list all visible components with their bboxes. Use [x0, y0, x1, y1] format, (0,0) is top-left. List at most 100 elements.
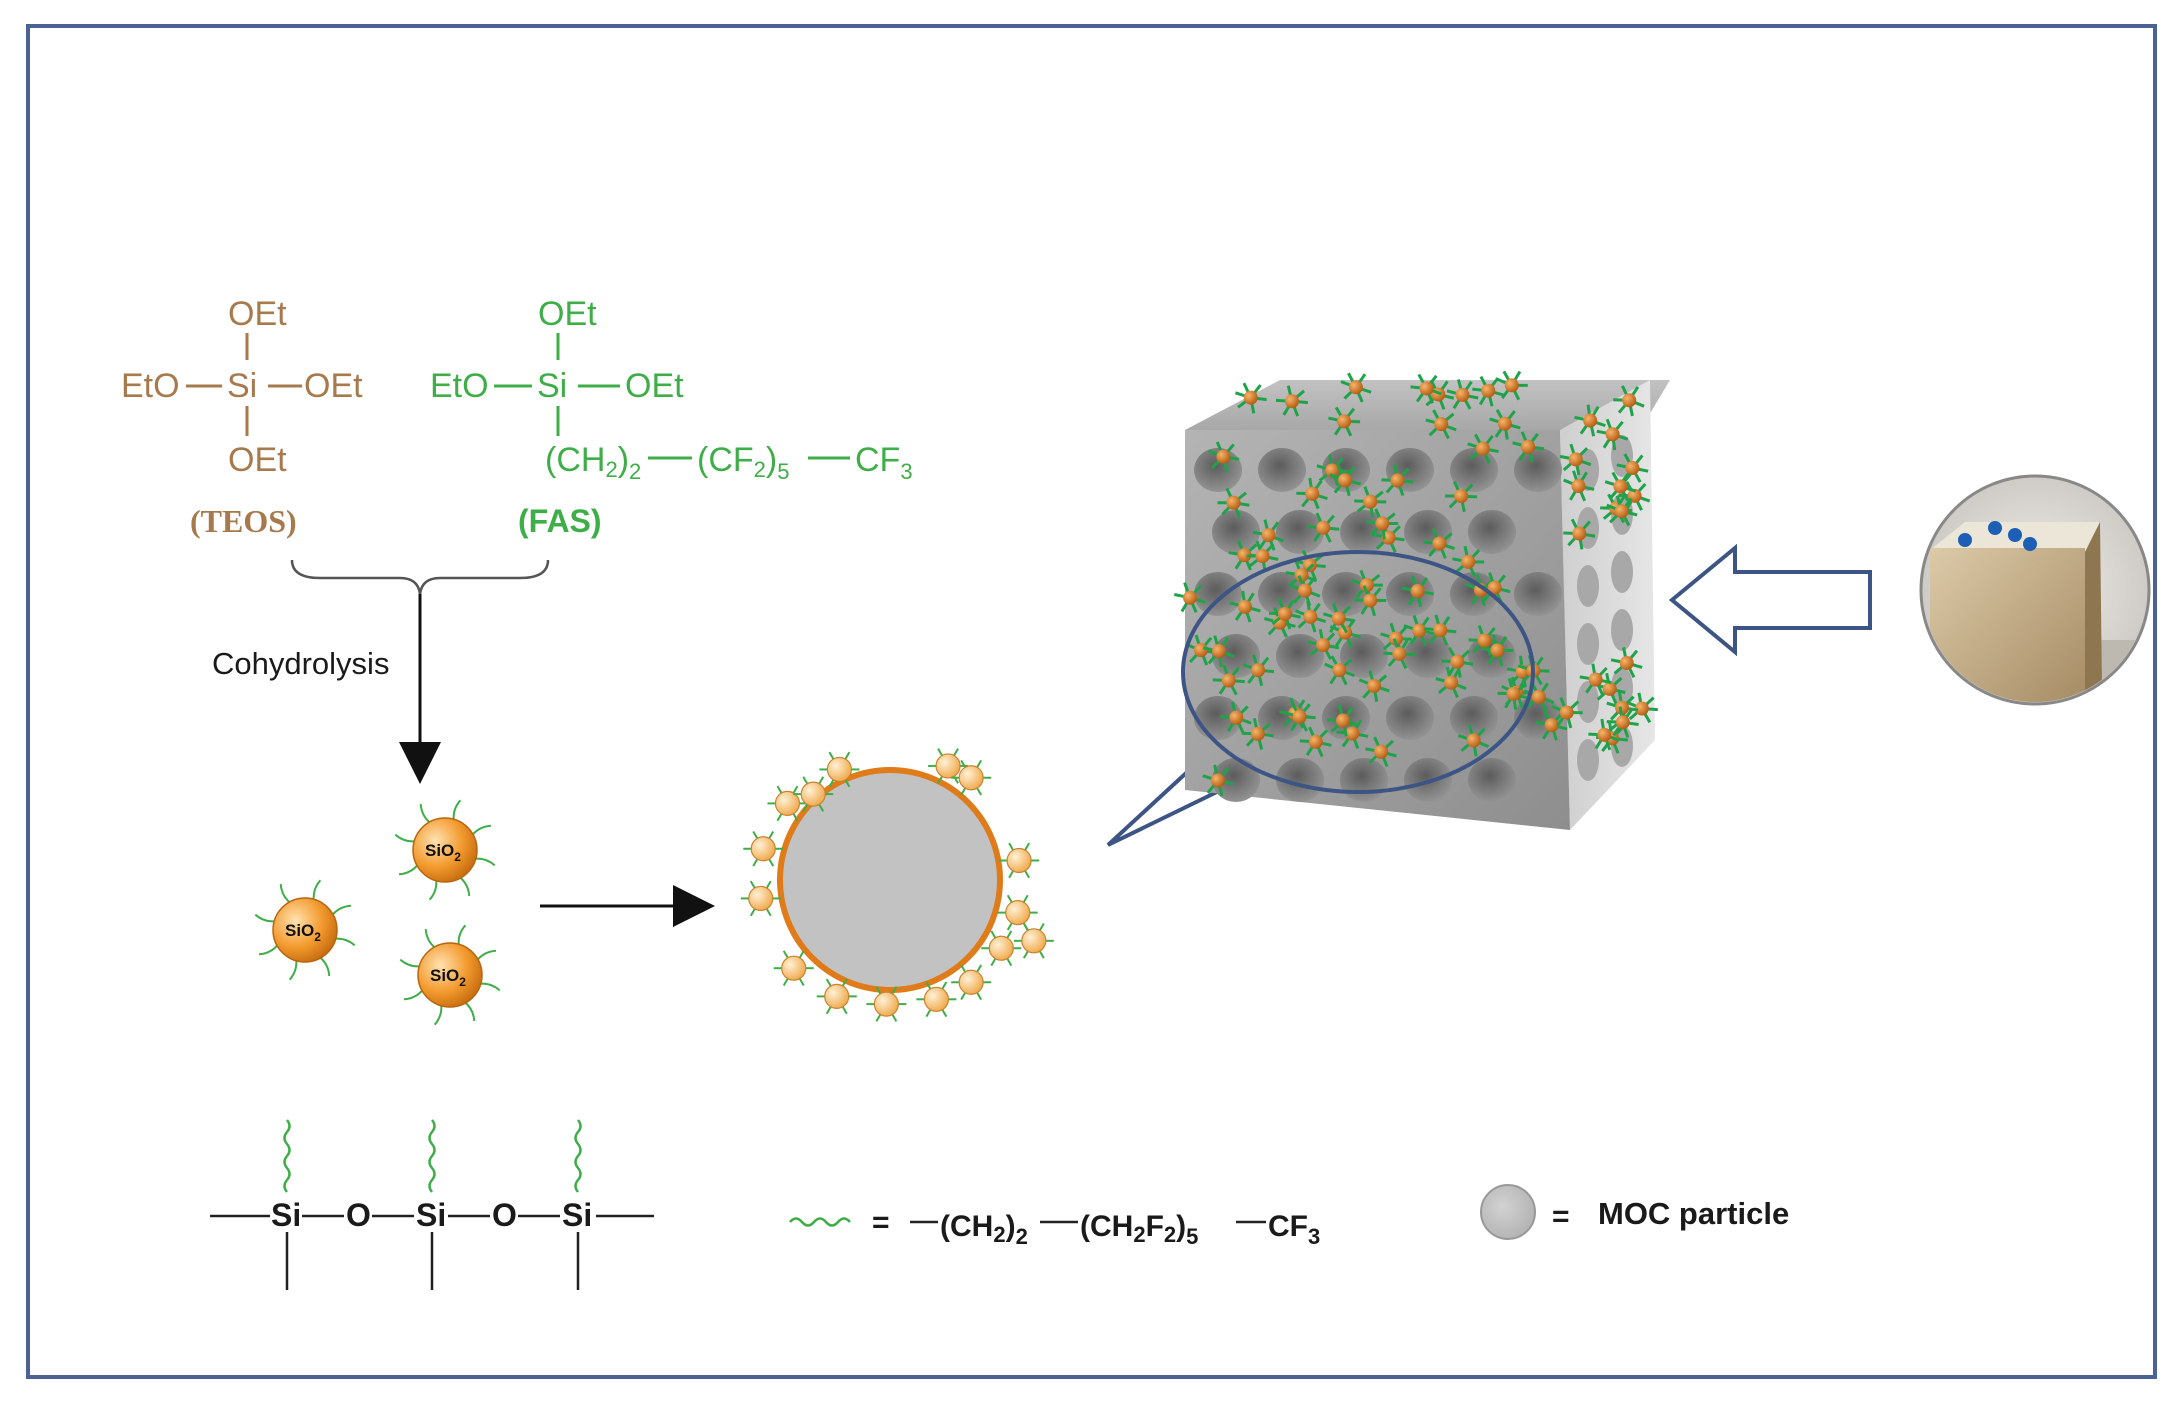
pore	[1404, 634, 1452, 678]
sio2-particle: SiO2	[399, 924, 501, 1026]
siloxane-si-3: Si	[562, 1197, 592, 1233]
legend-moc-equals: =	[1552, 1200, 1570, 1233]
siloxane-o-1: O	[346, 1197, 371, 1233]
pore	[1611, 551, 1633, 593]
pore	[1276, 634, 1324, 678]
figure-frame	[26, 24, 2157, 1379]
surface-particle	[1588, 718, 1620, 751]
siloxane-si-1: Si	[271, 1197, 301, 1233]
siloxane-chain-1	[283, 1119, 291, 1193]
zoom-ellipse	[1181, 550, 1535, 794]
surface-particle	[1351, 569, 1383, 602]
surface-particle	[1425, 409, 1457, 440]
pore	[1258, 448, 1306, 492]
pore	[1340, 510, 1388, 554]
surface-particle	[1307, 512, 1340, 543]
surface-particle	[1217, 487, 1250, 518]
surface-particle	[1229, 590, 1261, 623]
pore	[1514, 572, 1562, 616]
surface-particle	[1283, 701, 1316, 732]
surface-particle	[1220, 701, 1252, 733]
legend: = (CH2)2 (CH2F2)5 CF3 = MOC particle	[789, 1184, 1789, 1249]
surface-particle	[1452, 545, 1485, 578]
surface-particle	[1579, 663, 1612, 695]
surface-particle	[1323, 602, 1355, 634]
coating-nanoparticle	[773, 950, 814, 987]
coating-nanoparticle	[793, 776, 834, 812]
surface-particle	[1268, 598, 1301, 630]
surface-particle	[1366, 508, 1399, 540]
surface-particle	[1512, 431, 1545, 463]
teos-si: Si	[227, 367, 257, 405]
surface-particle	[1410, 373, 1443, 404]
surface-particle	[1329, 465, 1361, 497]
teos-left-eto: EtO	[121, 367, 180, 405]
surface-particle	[1285, 559, 1318, 592]
surface-particle	[1241, 717, 1274, 750]
pore	[1577, 565, 1599, 607]
legend-moc-label: MOC particle	[1598, 1196, 1789, 1231]
fas-molecule: OEt EtO Si OEt (CH2)2 (CF2)5 CF3 (FAS)	[430, 295, 913, 539]
surface-particle	[1574, 404, 1606, 437]
surface-particle	[1606, 495, 1638, 527]
coating-nanoparticle	[819, 751, 860, 788]
coating-nanoparticle	[767, 785, 808, 822]
surface-particle	[1380, 622, 1412, 654]
surface-particle	[1424, 614, 1457, 646]
pore	[1194, 572, 1242, 616]
pore	[1577, 681, 1599, 723]
surface-particle	[1441, 647, 1474, 678]
surface-particle	[1551, 697, 1583, 729]
surface-particle	[1496, 370, 1528, 401]
sio2-label: SiO2	[285, 921, 321, 944]
fas-si: Si	[537, 367, 567, 405]
legend-chain-ch2f2: (CH2F2)5	[1080, 1210, 1198, 1249]
pore	[1276, 510, 1324, 554]
legend-moc-icon	[1480, 1184, 1536, 1240]
surface-particle	[1242, 654, 1275, 687]
surface-particle	[1203, 635, 1235, 668]
coating-nanoparticle	[997, 894, 1038, 931]
coating-nanoparticle	[916, 981, 957, 1018]
sio2-label: SiO2	[425, 841, 461, 864]
legend-chain-ch2: (CH2)2	[940, 1210, 1028, 1249]
surface-particle	[1403, 614, 1436, 646]
sio2-label: SiO2	[430, 966, 466, 989]
surface-particle	[1489, 409, 1521, 440]
legend-chain-cf3: CF3	[1268, 1210, 1320, 1249]
pore	[1468, 758, 1516, 802]
surface-particle	[1383, 638, 1416, 670]
surface-particle	[1472, 375, 1505, 407]
fas-chain-cf3: CF3	[855, 441, 913, 484]
fas-chain-ch2: (CH2)2	[545, 441, 641, 484]
pore	[1514, 448, 1562, 492]
surface-particle	[1497, 678, 1530, 710]
coating-nanoparticle	[743, 830, 784, 867]
surface-particle	[1275, 385, 1309, 417]
moc-core	[777, 767, 1003, 993]
pore	[1340, 758, 1388, 802]
pore	[1577, 739, 1599, 781]
coating-nanoparticle	[951, 759, 992, 796]
pore	[1212, 758, 1260, 802]
pore	[1611, 667, 1633, 709]
surface-particle	[1596, 418, 1629, 451]
surface-particle	[1365, 736, 1397, 768]
surface-particle	[1613, 385, 1645, 417]
fas-right-oet: OEt	[625, 367, 684, 405]
surface-particle	[1246, 540, 1279, 573]
pore	[1468, 510, 1516, 554]
pore	[1611, 609, 1633, 651]
porous-cube	[1174, 370, 1670, 830]
pore	[1450, 572, 1498, 616]
teos-top-oet: OEt	[228, 295, 287, 333]
fas-chain-cf2: (CF2)5	[697, 441, 789, 484]
surface-particle	[1446, 379, 1479, 410]
surface-particle	[1235, 382, 1267, 414]
surface-particle	[1559, 443, 1592, 476]
sample-photo	[1919, 474, 2151, 706]
cube-surface-particles	[1174, 370, 1658, 797]
coating-nanoparticle	[999, 842, 1040, 879]
coating-nanoparticle	[928, 748, 969, 784]
